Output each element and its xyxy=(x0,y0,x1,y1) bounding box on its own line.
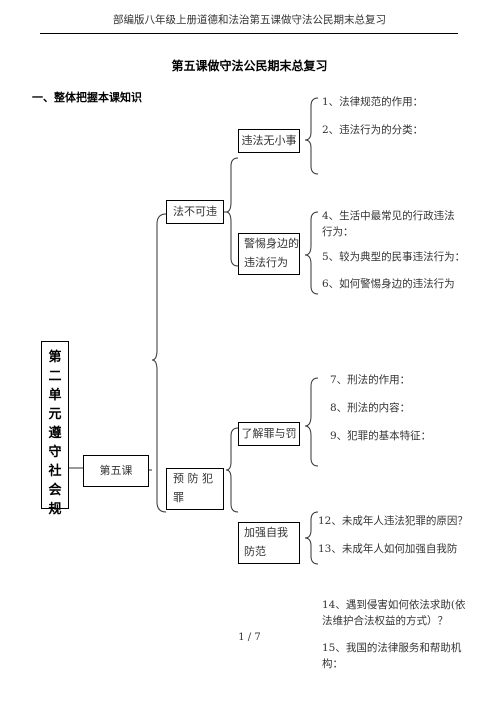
knowledge-item-continued: 构： xyxy=(322,658,343,670)
sub-selfprotect-box: 加强自我 防范 xyxy=(238,522,300,564)
knowledge-item-continued: 法维护合法权益的方式）？ xyxy=(322,615,448,627)
unit-root-box: 第 二 单 元 遵 守 社 会 规 xyxy=(41,341,69,517)
knowledge-item: 4、生活中最常见的行政违法 xyxy=(322,210,455,222)
brace-sub1 xyxy=(304,97,319,175)
lesson-label: 第五课 xyxy=(99,464,133,477)
knowledge-item: 13、未成年人如何加强自我防 xyxy=(318,543,458,555)
sub-crime-label: 了解罪与罚 xyxy=(241,427,297,440)
section-heading: 一、整体把握本课知识 xyxy=(32,91,142,104)
lesson-box: 第五课 xyxy=(83,455,149,487)
branch-prevent-label-line1: 预 防 犯 xyxy=(173,472,213,485)
root-char: 单 xyxy=(48,388,62,403)
page-number: 1 / 7 xyxy=(238,632,261,643)
brace-branch1 xyxy=(225,157,239,267)
root-char: 元 xyxy=(48,407,62,422)
running-header: 部编版八年级上册道德和法治第五课做守法公民期末总复习 xyxy=(113,14,386,26)
brace-sub3 xyxy=(304,377,319,467)
sub-alert-label-line2: 违法行为 xyxy=(244,256,288,269)
branch-law-box: 法不可违 xyxy=(166,200,224,224)
sub-crime-box: 了解罪与罚 xyxy=(238,422,300,446)
sub-violation-box: 违法无小事 xyxy=(238,129,300,153)
knowledge-item: 2、违法行为的分类： xyxy=(322,124,424,136)
branch-prevent-label-line2: 罪 xyxy=(173,491,184,504)
root-char: 规 xyxy=(48,502,62,517)
knowledge-item: 8、刑法的内容： xyxy=(330,402,411,414)
root-char: 二 xyxy=(48,369,62,384)
knowledge-item: 9、犯罪的基本特征： xyxy=(330,430,432,442)
sub-violation-label: 违法无小事 xyxy=(241,134,297,147)
root-char: 第 xyxy=(48,350,62,365)
brace-branch2 xyxy=(225,427,239,513)
knowledge-item: 12、未成年人违法犯罪的原因？ xyxy=(318,515,468,527)
branch-prevent-box: 预 防 犯 罪 xyxy=(166,468,224,510)
brace-sub2 xyxy=(304,211,319,295)
header-divider xyxy=(40,33,458,34)
sub-alert-box: 警惕身边的 违法行为 xyxy=(238,233,300,275)
sub-selfprotect-label-line2: 防范 xyxy=(244,545,266,558)
root-char: 社 xyxy=(48,464,62,479)
knowledge-item: 7、刑法的作用： xyxy=(330,374,411,386)
knowledge-item: 5、较为典型的民事违法行为： xyxy=(322,251,466,263)
root-char: 会 xyxy=(48,483,62,498)
knowledge-item-continued: 行为： xyxy=(322,226,354,238)
brace-sub4 xyxy=(304,511,319,565)
knowledge-item: 15、我国的法律服务和帮助机 xyxy=(322,642,462,654)
branch-law-label: 法不可违 xyxy=(173,205,217,218)
root-char: 守 xyxy=(48,445,62,460)
sub-selfprotect-label-line1: 加强自我 xyxy=(244,526,288,539)
knowledge-item: 6、如何警惕身边的违法行为 xyxy=(322,278,455,290)
root-char: 遵 xyxy=(48,426,62,441)
knowledge-item: 14、遇到侵害如何依法求助(依 xyxy=(322,599,466,611)
document-title: 第五课做守法公民期末总复习 xyxy=(171,59,328,73)
sub-alert-label-line1: 警惕身边的 xyxy=(244,237,299,250)
knowledge-item: 1、法律规范的作用： xyxy=(322,96,424,108)
brace-main xyxy=(151,213,167,513)
